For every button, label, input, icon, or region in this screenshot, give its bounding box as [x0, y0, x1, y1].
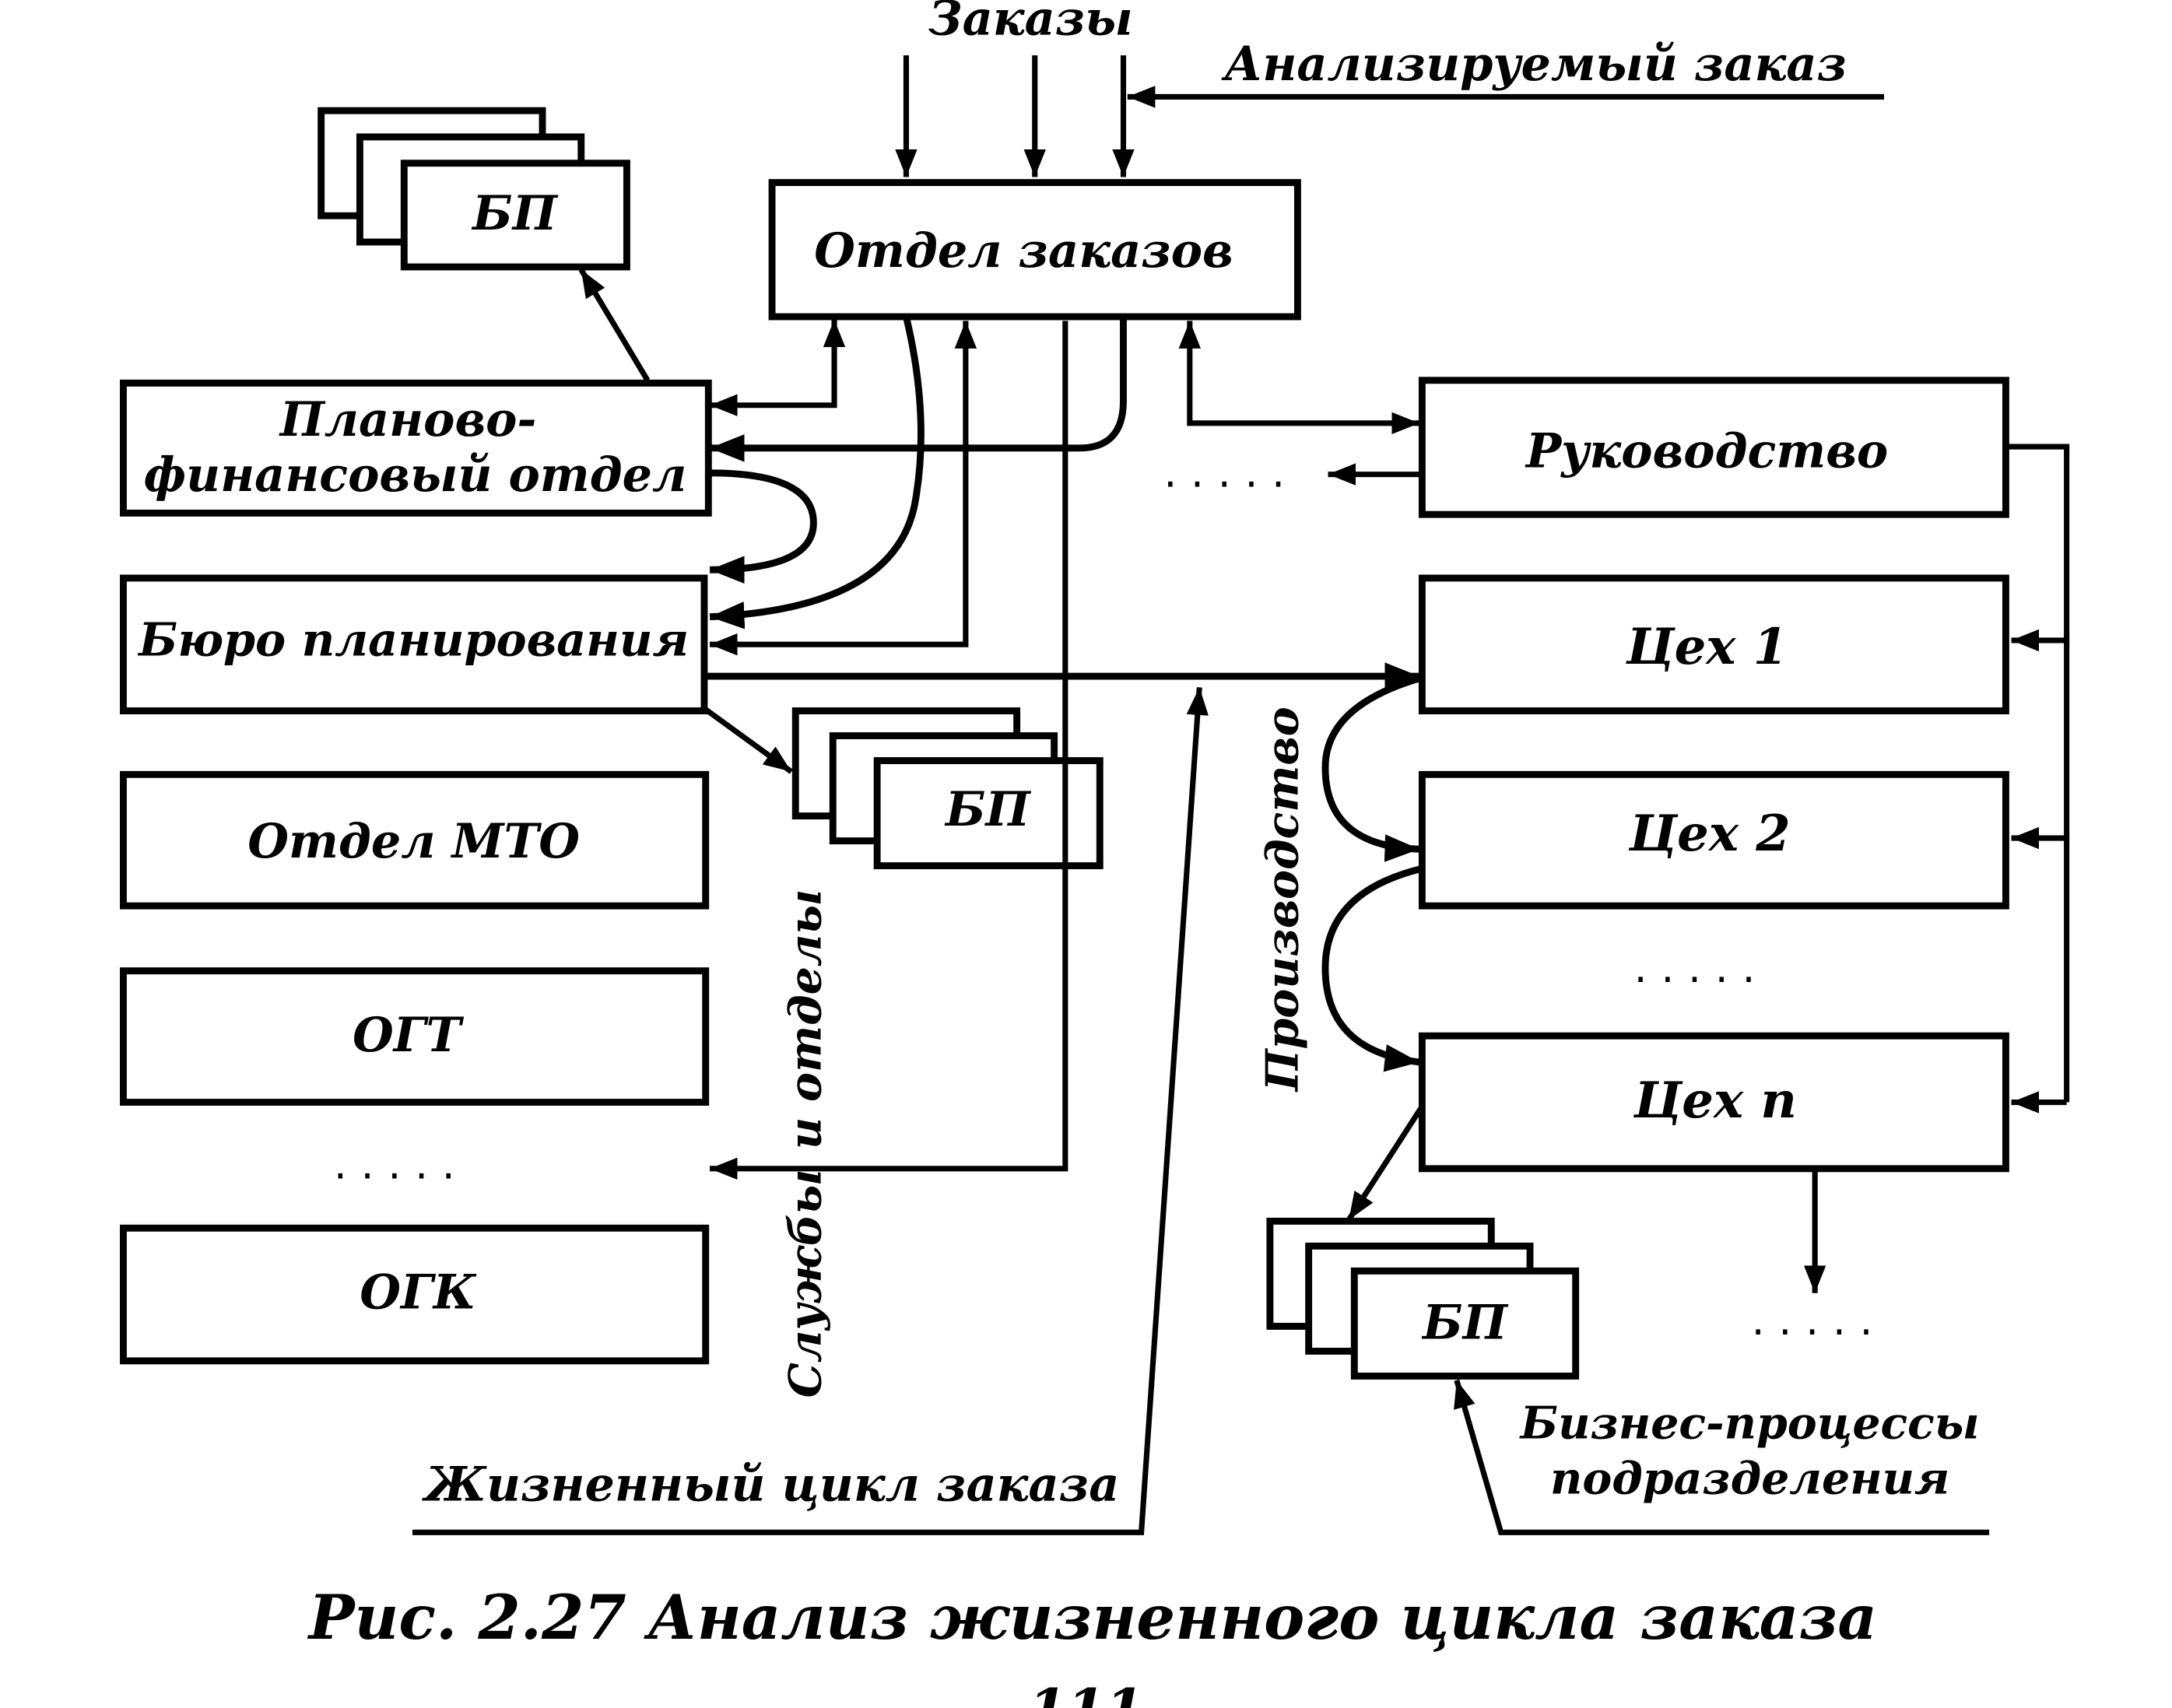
orders-dept-connections — [709, 315, 1419, 1180]
production-label: Производство — [1257, 707, 1308, 1092]
ogt-box: ОГТ — [120, 967, 710, 1106]
bp-stack-middle: БП — [791, 707, 1104, 870]
planning-bureau-box: Бюро планирования — [120, 574, 708, 714]
production-arcs — [1321, 674, 1423, 1072]
bp-label-middle: БП — [944, 782, 1032, 837]
orders-label: Заказы — [928, 0, 1133, 46]
analyzed-order-label: Анализируемый заказ — [1221, 37, 1847, 92]
management-box: Руководство — [1418, 377, 2009, 518]
bp-stack-bottom: БП — [1266, 1217, 1580, 1380]
shop1-box: Цех 1 — [1418, 574, 2009, 714]
services-label-line1: Службы — [780, 1169, 831, 1398]
bp-label-bottom: БП — [1421, 1295, 1509, 1350]
business-processes-annotation: Бизнес-процессы подразделения — [1454, 1379, 1990, 1535]
management-label: Руководство — [1525, 424, 1888, 479]
business-processes-label-line2: подразделения — [1550, 1454, 1949, 1505]
arrow-shopn-to-bp — [1346, 1104, 1425, 1222]
arrow-pfo-to-bp — [578, 268, 651, 382]
shop2-box: Цех 2 — [1418, 770, 2009, 910]
planning-bureau-label: Бюро планирования — [137, 612, 689, 666]
ogk-box: ОГК — [120, 1224, 710, 1365]
dots-management: ..... — [1163, 449, 1299, 497]
services-label-line2: и отделы — [780, 889, 831, 1149]
ogk-label: ОГК — [360, 1264, 476, 1320]
figure-caption: Рис. 2.27 Анализ жизненного цикла заказа — [307, 1583, 1877, 1654]
bp-stack-top-left: БП — [318, 107, 630, 271]
shop1-label: Цех 1 — [1626, 618, 1788, 676]
shop2-label: Цех 2 — [1628, 805, 1790, 863]
bp-label-top-left: БП — [471, 186, 559, 241]
dots-bottom-right: ..... — [1752, 1296, 1887, 1345]
dots-shops: ..... — [1634, 944, 1770, 992]
orders-dept-box: Отдел заказов — [768, 179, 1301, 321]
planning-finance-label-line1: Планово- — [279, 392, 537, 447]
planning-finance-label-line2: финансовый отдел — [144, 447, 687, 503]
shopn-label: Цех n — [1633, 1071, 1796, 1130]
arrow-bureau-to-bp — [704, 707, 794, 774]
page-number: 111 — [1028, 1677, 1143, 1708]
mto-dept-label: Отдел МТО — [247, 814, 580, 869]
life-cycle-label: Жизненный цикл заказа — [422, 1457, 1120, 1512]
orders-dept-label: Отдел заказов — [814, 223, 1233, 279]
planning-finance-box: Планово- финансовый отдел — [120, 379, 712, 517]
management-feedback — [2005, 444, 2070, 1114]
dots-left: ..... — [334, 1140, 469, 1188]
business-processes-label-line1: Бизнес-процессы — [1519, 1398, 1980, 1449]
mto-dept-box: Отдел МТО — [120, 770, 710, 910]
incoming-order-arrows — [895, 55, 1885, 177]
shopn-box: Цех n — [1418, 1032, 2009, 1173]
life-cycle-annotation: Жизненный цикл заказа — [412, 687, 1209, 1535]
ogt-label: ОГТ — [353, 1008, 464, 1063]
